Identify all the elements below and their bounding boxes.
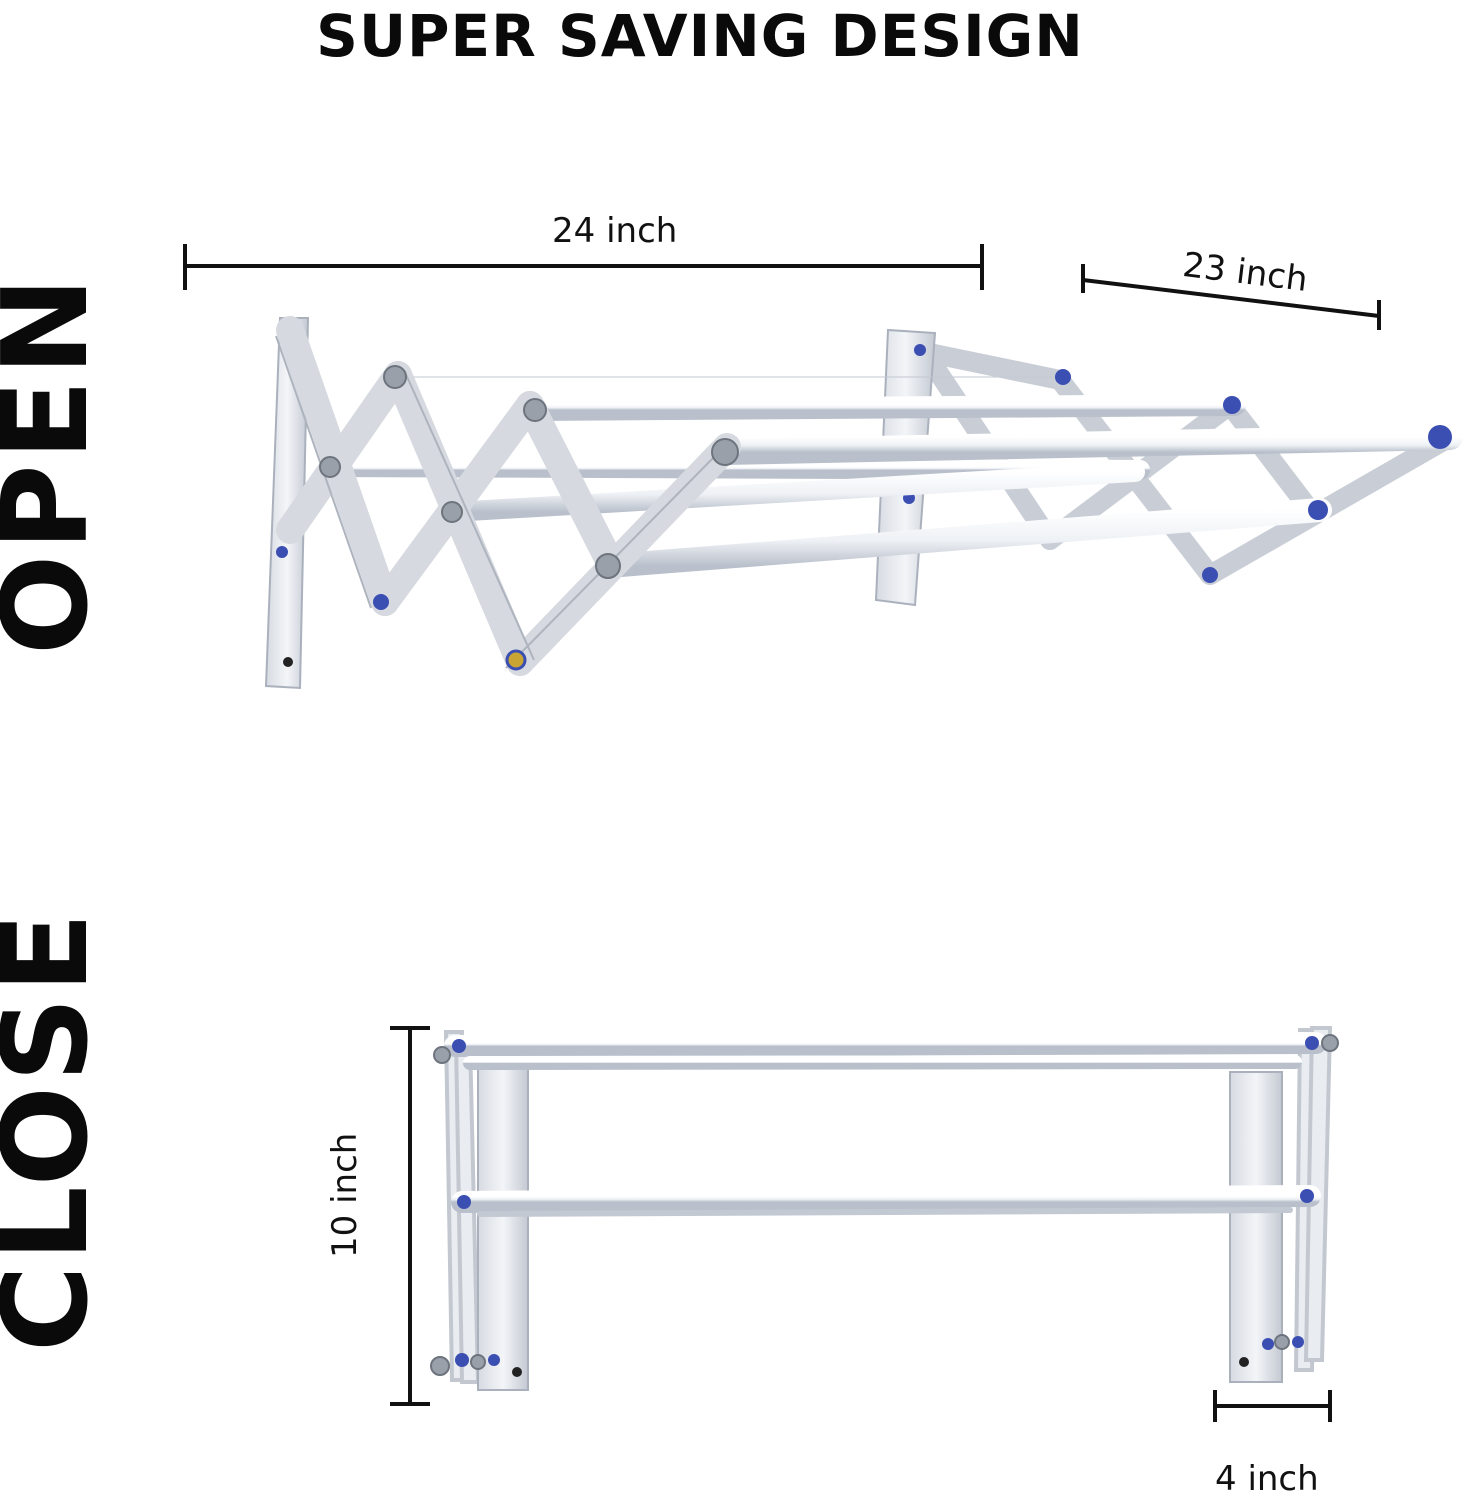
dimension-closed-depth-label: 4 inch	[1215, 1459, 1319, 1499]
open-rack-rods	[320, 366, 1463, 578]
dimension-line-23-inch	[1081, 264, 1381, 330]
dimension-line-24-inch	[183, 244, 984, 290]
closed-rack-left-wall-bracket	[477, 1059, 529, 1391]
dimension-open-width-label: 24 inch	[552, 211, 678, 251]
closed-rack-right-wall-bracket	[1229, 1071, 1283, 1383]
open-rack-left-wall-bracket	[264, 317, 310, 690]
page-title: SUPER SAVING DESIGN	[316, 2, 1084, 70]
closed-rack-rods	[444, 1032, 1327, 1217]
open-rack-bolts	[319, 365, 1218, 671]
dimension-line-10-inch	[390, 1026, 430, 1406]
dimension-line-4-inch	[1213, 1390, 1332, 1422]
closed-rack-right-folded-arms	[1293, 1026, 1333, 1372]
closed-rack-bolts	[430, 1034, 1339, 1376]
open-rack-illustration	[264, 316, 1463, 690]
closed-rack-illustration	[430, 1026, 1339, 1391]
